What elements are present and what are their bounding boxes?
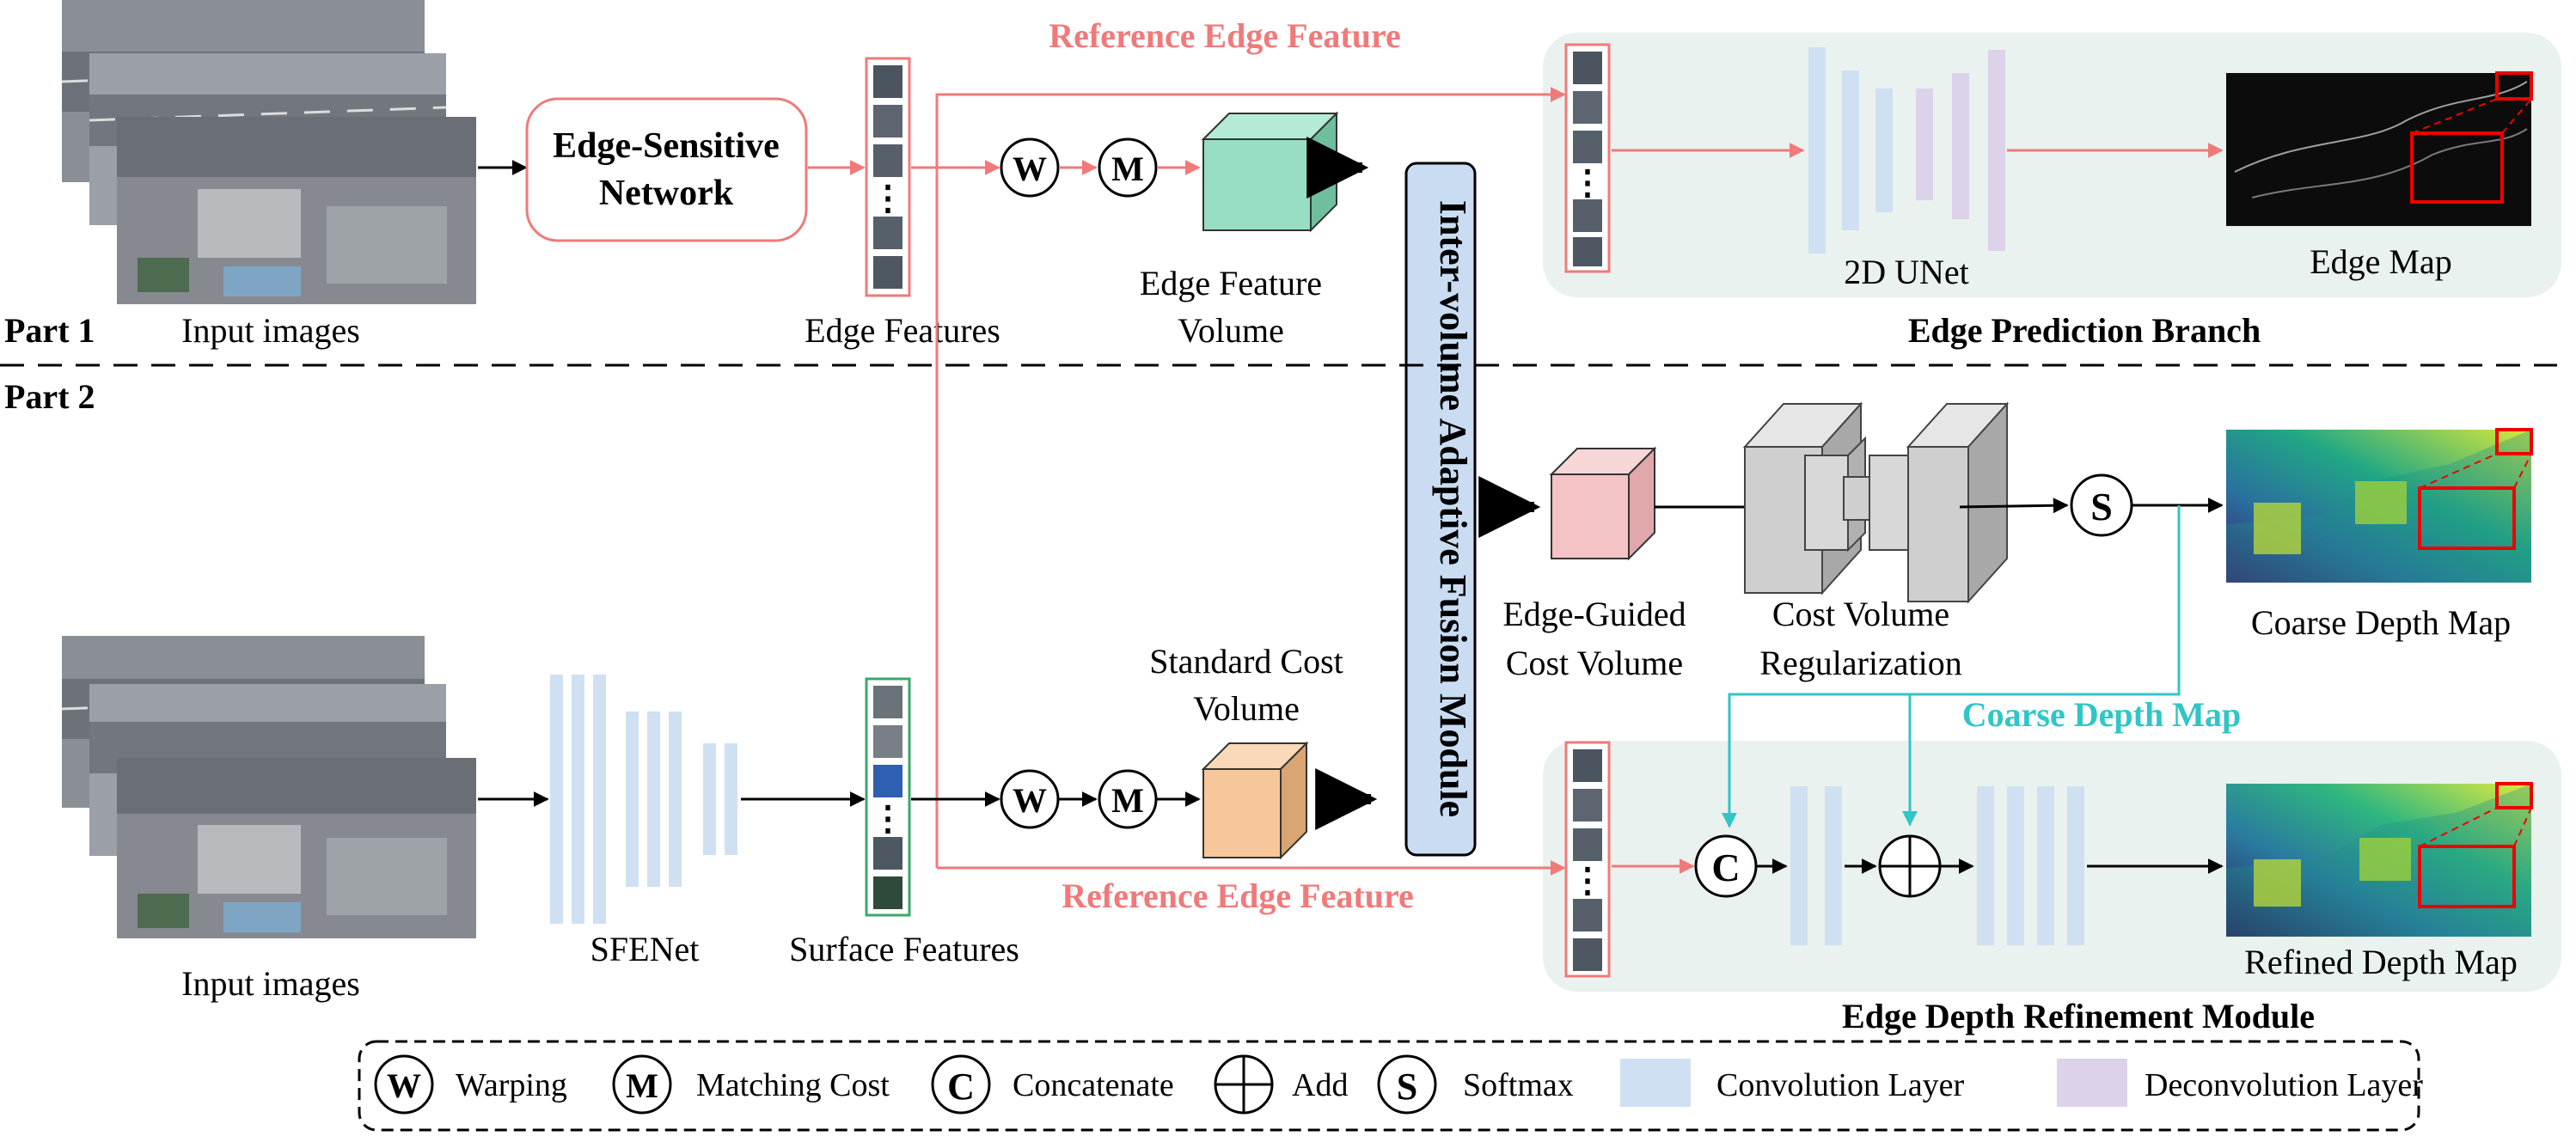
- legend-conv-label: Convolution Layer: [1716, 1067, 1964, 1103]
- edge-feature-volume-label: Volume: [1178, 311, 1284, 350]
- matching-cost-symbol: [1098, 769, 1158, 829]
- regularization-label: Cost Volume: [1772, 595, 1949, 633]
- legend-deconv-swatch: [2057, 1059, 2127, 1107]
- legend-softmax-symbol: S: [1397, 1066, 1417, 1108]
- input-images-label-bottom: Input images: [181, 964, 360, 1003]
- legend-add-label: Add: [1292, 1067, 1348, 1103]
- legend-concatenate-icon: [931, 1054, 991, 1115]
- edge-sensitive-network-label: Network: [599, 174, 734, 213]
- surface-features-stack: ⋮: [865, 677, 911, 917]
- reference-edge-feature-label-bottom: Reference Edge Feature: [1062, 876, 1413, 915]
- sfenet-label: SFENet: [590, 930, 700, 968]
- coarse-depth-line: [1722, 505, 2181, 828]
- edge-feature-stack-refine: ⋮: [1564, 741, 1611, 978]
- aerial-image: [117, 117, 476, 304]
- input-images-bottom: [61, 636, 476, 938]
- edge-features-stack: ⋮: [865, 57, 911, 297]
- part1-label: Part 1: [4, 311, 95, 350]
- legend: W Warping M Matching Cost C Concatenate …: [358, 1040, 2423, 1132]
- svg-text:⋮: ⋮: [1570, 861, 1605, 900]
- edge-feature-stack-right: ⋮: [1564, 43, 1611, 273]
- sfenet-layers: [550, 675, 737, 924]
- svg-text:⋮: ⋮: [1570, 163, 1605, 202]
- input-images-label-top: Input images: [181, 311, 360, 350]
- standard-cost-volume-label: Volume: [1193, 689, 1300, 728]
- add-symbol: [1878, 834, 1942, 898]
- warping-symbol: [1000, 137, 1060, 198]
- fusion-module-box: [1404, 162, 1477, 857]
- legend-add-icon: [1214, 1054, 1274, 1115]
- standard-cost-volume-label: Standard Cost: [1149, 642, 1343, 681]
- warping-symbol-text: W: [1013, 781, 1047, 820]
- edge-sensitive-network-box: [525, 97, 808, 242]
- matching-cost-symbol-text: M: [1111, 150, 1144, 188]
- legend-matching-symbol: M: [626, 1066, 658, 1105]
- reference-edge-line-top: [935, 87, 1566, 868]
- surface-features-label: Surface Features: [789, 930, 1019, 968]
- edge-feature-volume-label: Edge Feature: [1140, 264, 1322, 302]
- edge-depth-refinement-title: Edge Depth Refinement Module: [1842, 997, 2315, 1035]
- coarse-depth-map-image: [2226, 428, 2533, 583]
- cost-volume-regularization: [1742, 401, 2010, 604]
- reference-edge-feature-label-top: Reference Edge Feature: [1049, 16, 1400, 55]
- edge-prediction-branch-title: Edge Prediction Branch: [1908, 311, 2261, 350]
- legend-softmax-label: Softmax: [1463, 1067, 1574, 1103]
- legend-warping-icon: [374, 1054, 434, 1115]
- svg-text:⋮: ⋮: [871, 179, 905, 217]
- matching-cost-symbol-text: M: [1111, 781, 1144, 820]
- matching-cost-symbol: [1098, 137, 1158, 198]
- refined-depth-map-image: [2226, 782, 2533, 937]
- legend-concatenate-label: Concatenate: [1013, 1067, 1174, 1103]
- regularization-label: Regularization: [1759, 644, 1961, 682]
- edge-feature-volume-cube: [1201, 111, 1339, 233]
- legend-warping-label: Warping: [456, 1067, 567, 1103]
- part2-label: Part 2: [4, 377, 95, 416]
- legend-matching-label: Matching Cost: [696, 1067, 890, 1103]
- legend-softmax-icon: [1377, 1054, 1437, 1115]
- concatenate-symbol-text: C: [1711, 846, 1740, 889]
- input-images-top: [61, 0, 476, 304]
- edge-guided-cost-volume-cube: [1549, 446, 1657, 561]
- unet-label: 2D UNet: [1844, 253, 1969, 291]
- arrow: [1959, 498, 2069, 514]
- standard-cost-volume-cube: [1201, 741, 1309, 860]
- legend-deconv-label: Deconvolution Layer: [2145, 1067, 2423, 1103]
- softmax-symbol-text: S: [2090, 485, 2113, 528]
- edge-map-image: [2226, 71, 2533, 226]
- edge-guided-label: Cost Volume: [1506, 644, 1683, 682]
- legend-matching-icon: [612, 1054, 672, 1115]
- unet-layers: [1808, 47, 2005, 253]
- aerial-image: [117, 758, 476, 938]
- edge-features-label: Edge Features: [805, 311, 1000, 350]
- svg-text:⋮: ⋮: [871, 799, 905, 838]
- legend-warping-symbol: W: [387, 1066, 421, 1105]
- edge-map-label: Edge Map: [2310, 242, 2452, 281]
- coarse-depth-map-label: Coarse Depth Map: [2251, 603, 2511, 642]
- edge-sensitive-network-label: Edge-Sensitive: [553, 126, 780, 166]
- fusion-module-label: Inter-volume Adaptive Fusion Module: [1432, 200, 1474, 817]
- edge-guided-label: Edge-Guided: [1502, 595, 1686, 633]
- legend-conv-swatch: [1620, 1059, 1691, 1107]
- refined-depth-map-label: Refined Depth Map: [2244, 943, 2518, 981]
- refine-conv-layers-a: [1790, 786, 1842, 945]
- refine-conv-layers-b: [1977, 786, 2084, 945]
- legend-concatenate-symbol: C: [947, 1066, 975, 1108]
- coarse-depth-map-teal-label: Coarse Depth Map: [1962, 695, 2241, 734]
- warping-symbol-text: W: [1013, 150, 1047, 188]
- warping-symbol: [1000, 769, 1060, 829]
